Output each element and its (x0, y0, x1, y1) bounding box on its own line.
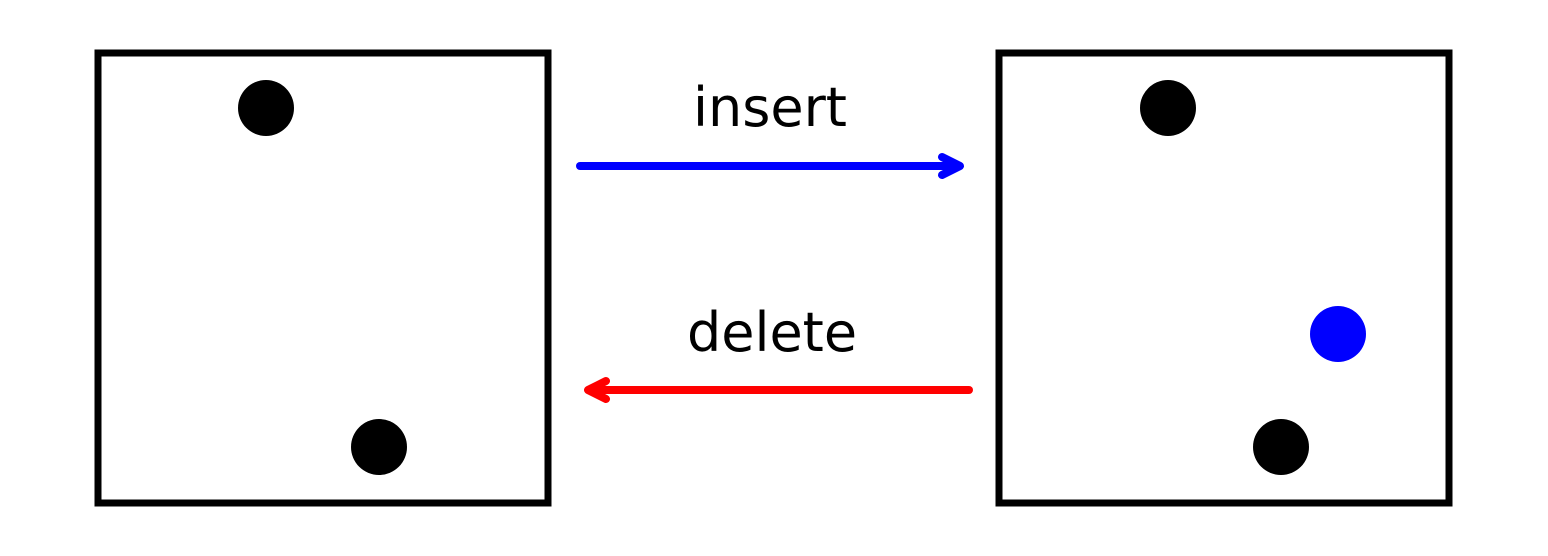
delete-arrowhead-icon (584, 377, 610, 403)
left-state (94, 49, 552, 507)
right-state-frame (995, 49, 1453, 507)
right-point-inserted (1310, 306, 1366, 362)
delete-label: delete (687, 301, 857, 364)
right-point-bottom (1253, 419, 1309, 475)
delete-transition: delete (584, 301, 973, 403)
left-point-top (238, 80, 294, 136)
insert-transition: insert (576, 76, 964, 179)
left-point-bottom (351, 419, 407, 475)
left-state-frame (94, 49, 552, 507)
right-state (995, 49, 1453, 507)
insert-label: insert (693, 76, 847, 139)
insert-arrowhead-icon (938, 153, 964, 179)
right-point-top (1140, 80, 1196, 136)
